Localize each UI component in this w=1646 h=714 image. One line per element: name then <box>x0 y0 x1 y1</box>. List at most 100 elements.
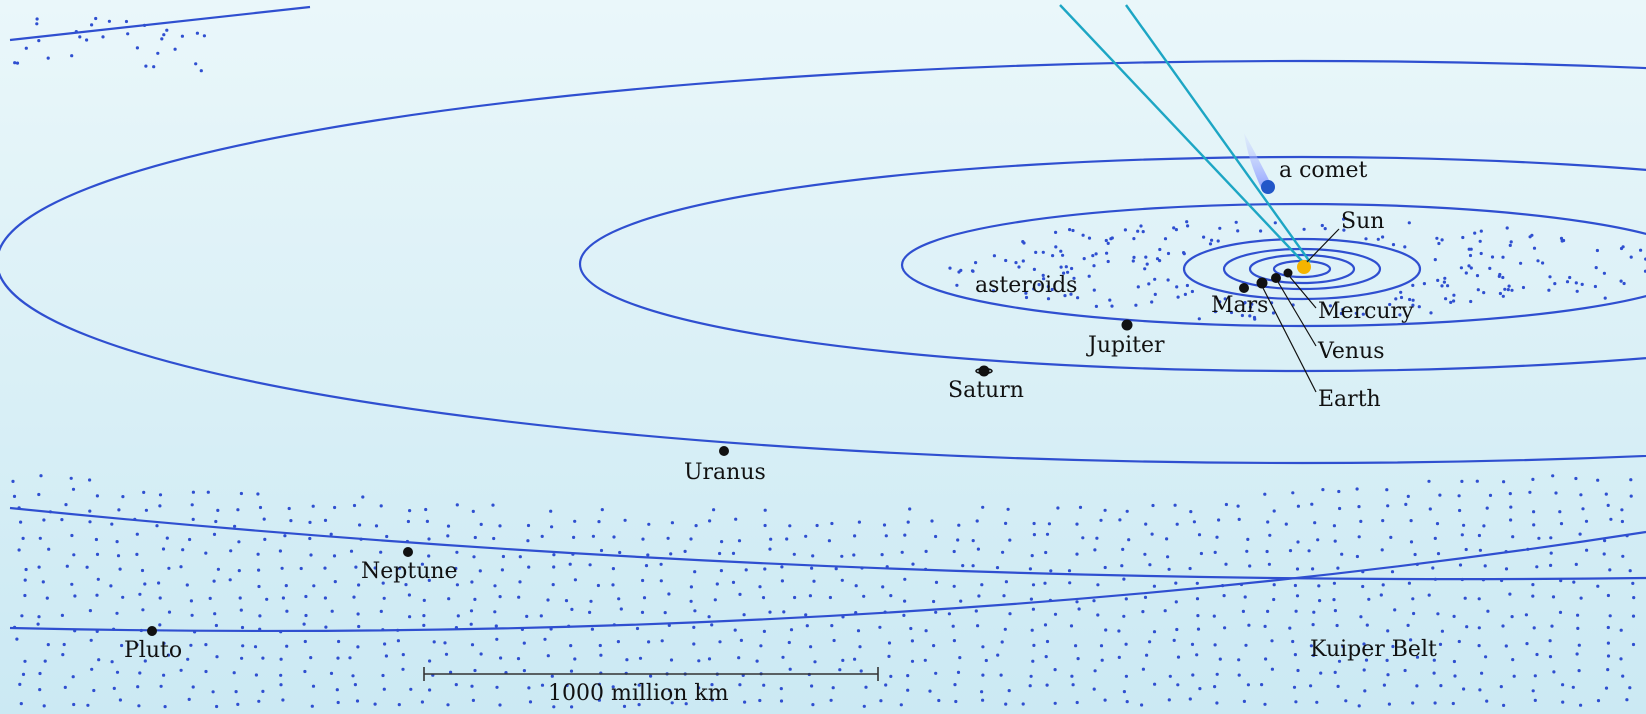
kuiper-dot <box>1464 547 1468 552</box>
kuiper-dot <box>1141 610 1145 614</box>
asteroid-dot <box>1273 221 1277 225</box>
kuiper-dot <box>598 643 602 648</box>
asteroid-dot <box>1341 307 1345 312</box>
asteroid-dot <box>1440 284 1444 288</box>
kuiper-dot <box>1606 625 1610 630</box>
kuiper-dot <box>1337 659 1342 663</box>
asteroid-dot <box>1050 287 1054 292</box>
kuiper-dot <box>1621 674 1625 678</box>
kuiper-dot <box>1317 584 1321 588</box>
kuiper-dot <box>1143 552 1147 556</box>
kuiper-dot <box>788 524 792 528</box>
cloud-dot <box>90 23 94 27</box>
kuiper-dot <box>95 552 100 557</box>
cloud-dot <box>135 46 139 50</box>
kuiper-dot <box>265 597 269 601</box>
kuiper-dot <box>41 580 45 584</box>
kuiper-dot <box>396 639 400 643</box>
kuiper-dot <box>469 609 474 613</box>
kuiper-dot <box>1118 518 1122 522</box>
asteroid-dot <box>1141 230 1145 234</box>
kuiper-dot <box>353 683 357 687</box>
planets <box>147 268 1293 636</box>
asteroid-dot <box>1433 258 1437 262</box>
kuiper-dot <box>910 659 915 663</box>
asteroid-dot <box>1150 300 1154 304</box>
kuiper-dot <box>158 504 162 508</box>
kuiper-dot <box>232 671 236 675</box>
kuiper-dot <box>1188 566 1192 571</box>
kuiper-dot <box>449 670 453 674</box>
asteroid-dot <box>1034 250 1038 254</box>
kuiper-dot <box>1608 568 1612 572</box>
kuiper-dot <box>112 686 116 691</box>
kuiper-dot <box>491 503 495 507</box>
kuiper-dot <box>1362 668 1366 672</box>
kuiper-dot <box>404 583 408 587</box>
kuiper-dot <box>527 686 531 690</box>
kuiper-dot <box>280 566 284 570</box>
sun-leader <box>1306 228 1340 263</box>
pluto-label: Pluto <box>124 638 182 663</box>
kuiper-dot <box>540 683 545 687</box>
kuiper-dot <box>1122 577 1126 581</box>
asteroid-dot <box>991 289 996 293</box>
kuiper-dot <box>283 534 287 538</box>
kuiper-dot <box>470 643 475 647</box>
kuiper-dot <box>1272 509 1276 513</box>
kuiper-dot <box>228 578 232 582</box>
kuiper-dot <box>1144 522 1148 526</box>
kuiper-dot <box>213 612 217 616</box>
asteroid-dot <box>1183 292 1187 296</box>
kuiper-dot <box>1533 674 1537 678</box>
kuiper-dot <box>834 567 838 571</box>
kuiper-dot <box>1195 581 1199 585</box>
kuiper-dot <box>911 562 915 566</box>
asteroid-dot <box>1061 253 1065 257</box>
kuiper-dot <box>258 505 263 510</box>
kuiper-dot <box>214 623 218 628</box>
asteroid-dot <box>1158 259 1162 263</box>
kuiper-dot <box>947 612 952 616</box>
kuiper-dot <box>382 596 386 600</box>
kuiper-dot <box>72 702 76 707</box>
kuiper-dot <box>1535 565 1539 569</box>
asteroid-dot <box>1105 251 1109 255</box>
kuiper-dot <box>622 704 627 709</box>
kuiper-dot <box>42 518 46 522</box>
kuiper-dot <box>1606 654 1611 658</box>
kuiper-dot <box>1311 623 1315 627</box>
kuiper-dot <box>884 683 888 687</box>
kuiper-dot <box>1029 597 1033 601</box>
kuiper-dot <box>1406 623 1410 628</box>
asteroid-dot <box>1643 269 1646 273</box>
asteroid-dot <box>1468 253 1473 258</box>
kuiper-dot <box>599 653 603 657</box>
asteroid-dot <box>1429 311 1433 315</box>
kuiper-dot <box>469 622 473 626</box>
kuiper-dot <box>279 673 283 677</box>
kuiper-dot <box>853 657 857 661</box>
asteroid-dot <box>1248 305 1253 309</box>
kuiper-dot <box>934 534 938 539</box>
kuiper-dot <box>928 689 932 693</box>
kuiper-dot <box>1293 653 1297 657</box>
kuiper-dot <box>611 567 616 571</box>
kuiper-dot <box>208 596 212 601</box>
kuiper-dot <box>1151 503 1155 508</box>
kuiper-dot <box>1409 519 1413 523</box>
asteroid-dot <box>1411 298 1415 302</box>
cloud-dot <box>152 65 156 69</box>
kuiper-dot <box>1462 687 1466 691</box>
kuiper-dot <box>670 521 675 525</box>
kuiper-dot <box>70 533 74 538</box>
asteroid-dot <box>1032 267 1036 271</box>
kuiper-dot <box>623 518 627 522</box>
kuiper-dot <box>1528 490 1532 494</box>
asteroid-dot <box>1568 275 1572 280</box>
asteroid-dot <box>1202 235 1206 239</box>
kuiper-dot <box>471 698 475 703</box>
kuiper-dot <box>1386 629 1390 633</box>
kuiper-dot <box>187 697 191 702</box>
kuiper-dot <box>384 654 388 658</box>
